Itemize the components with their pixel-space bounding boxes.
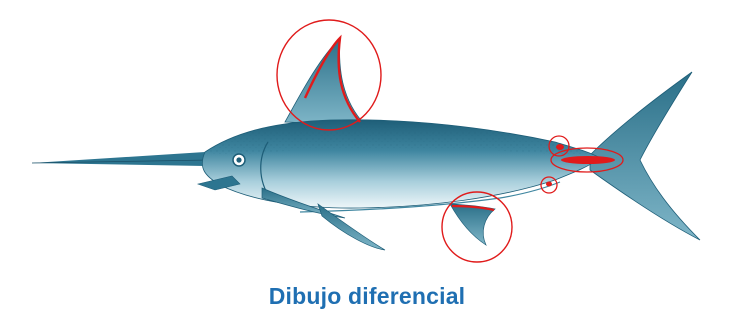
caudal-fin [590, 72, 700, 240]
caption-title: Dibujo diferencial [0, 283, 734, 310]
ventral-fin [318, 204, 385, 250]
swordfish-illustration [0, 0, 734, 280]
caudal-keel-highlight [561, 156, 615, 164]
second-dorsal-fin-highlight [556, 144, 564, 150]
second-anal-fin-highlight [546, 182, 552, 187]
bill [32, 152, 214, 166]
anal-fin [450, 204, 495, 245]
